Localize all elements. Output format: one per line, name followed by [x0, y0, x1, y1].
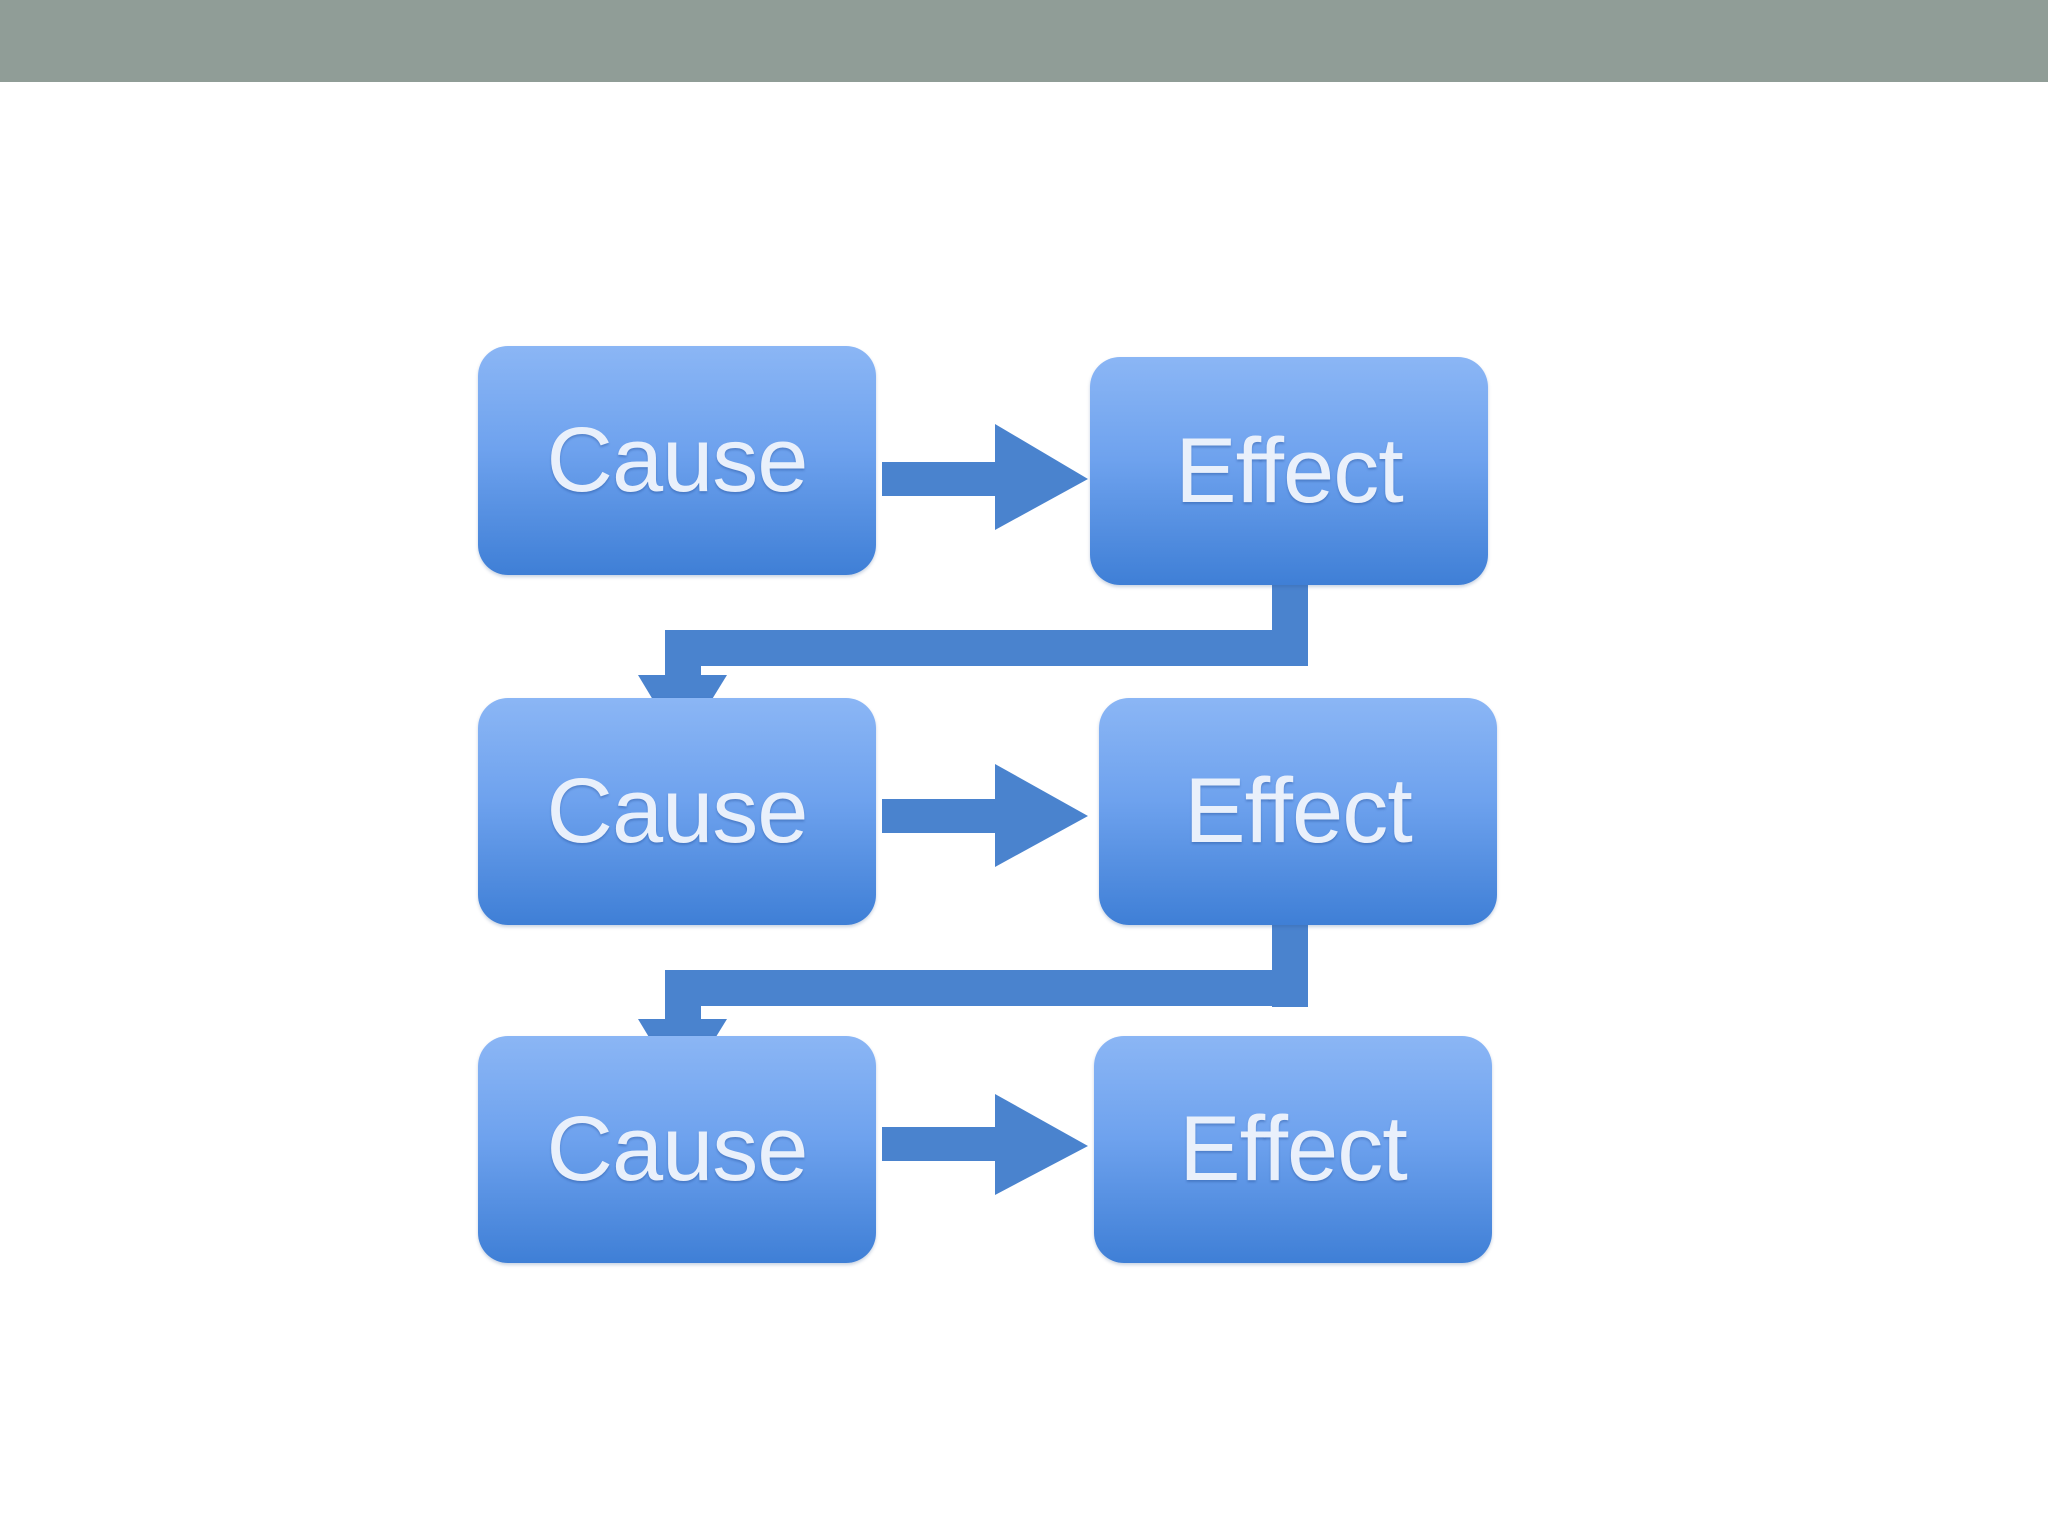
- elbow-arrow-effect-1-to-cause-2: [638, 585, 1308, 748]
- arrow-cause-1-to-effect-1: [882, 424, 1088, 530]
- cause-label-2: Cause: [546, 760, 809, 862]
- effect-box-3: Effect: [1094, 1036, 1492, 1263]
- cause-box-2: Cause: [478, 698, 876, 925]
- cause-box-3: Cause: [478, 1036, 876, 1263]
- effect-label-1: Effect: [1175, 419, 1404, 522]
- effect-box-1: Effect: [1090, 357, 1488, 585]
- arrow-cause-2-to-effect-2: [882, 764, 1088, 867]
- effect-label-3: Effect: [1179, 1098, 1408, 1200]
- cause-box-1: Cause: [478, 346, 876, 575]
- cause-label-1: Cause: [546, 409, 809, 511]
- effect-label-2: Effect: [1184, 760, 1413, 862]
- effect-box-2: Effect: [1099, 698, 1497, 925]
- cause-label-3: Cause: [546, 1098, 809, 1200]
- top-band: [0, 0, 2048, 82]
- arrow-cause-3-to-effect-3: [882, 1094, 1088, 1195]
